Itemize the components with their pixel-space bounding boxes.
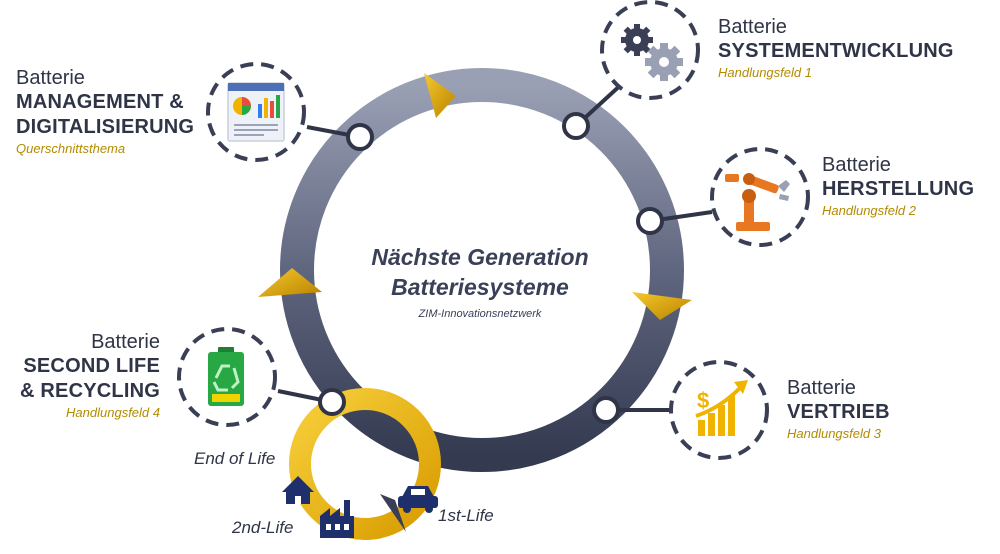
label-end-of-life: End of Life [194,449,276,468]
center-title-line1: Nächste Generation [371,244,589,270]
field-herstellung-prefix: Batterie [822,154,891,176]
factory-icon [320,500,354,538]
sales-growth-icon: $ [695,380,748,436]
house-icon [282,476,314,504]
cycle-arrow-top [424,73,456,118]
field-recycling: Batterie SECOND LIFE & RECYCLING Handlun… [10,330,160,422]
center-title: Nächste Generation Batteriesysteme [340,242,620,302]
field-system-prefix: Batterie [718,16,787,38]
field-management: Batterie MANAGEMENT & DIGITALISIERUNG Qu… [16,66,196,158]
gears-icon [621,24,683,81]
lifecycle-divider [380,494,406,532]
cycle-arrow-left [258,268,322,297]
robot-arm-icon [725,173,790,231]
ring-nodes [318,112,664,424]
main-cycle-ring [280,68,684,472]
field-recycling-title-2: & RECYCLING [20,380,160,402]
field-management-sub: Querschnittsthema [16,141,126,156]
label-first-life: 1st-Life [438,506,494,525]
lifecycle-ring [289,388,441,540]
field-system-sub: Handlungsfeld 1 [718,65,812,80]
field-management-title-2: DIGITALISIERUNG [16,116,195,138]
field-management-title-1: MANAGEMENT & [16,91,184,113]
field-herstellung-sub: Handlungsfeld 2 [822,203,916,218]
cycle-arrow-right [632,292,692,320]
field-recycling-sub: Handlungsfeld 4 [66,405,160,420]
dashboard-chart-icon [227,82,285,142]
field-vertrieb-prefix: Batterie [787,377,856,399]
svg-text:$: $ [697,388,709,413]
field-management-prefix: Batterie [16,67,85,89]
field-recycling-prefix: Batterie [91,331,160,353]
field-vertrieb: Batterie VERTRIEB Handlungsfeld 3 [787,376,967,443]
field-system-title: SYSTEMENTWICKLUNG [718,40,954,62]
field-herstellung: Batterie HERSTELLUNG Handlungsfeld 2 [822,153,992,220]
field-system: Batterie SYSTEMENTWICKLUNG Handlungsfeld… [718,15,988,82]
recycle-battery-icon [208,347,244,406]
field-recycling-title-1: SECOND LIFE [23,355,160,377]
car-icon [398,486,438,513]
field-vertrieb-sub: Handlungsfeld 3 [787,426,881,441]
field-vertrieb-title: VERTRIEB [787,401,890,423]
label-second-life: 2nd-Life [232,518,294,537]
field-herstellung-title: HERSTELLUNG [822,178,975,200]
herstellung-icon-frame [710,147,810,247]
center-subtitle: ZIM-Innovationsnetzwerk [418,308,542,320]
center-title-line2: Batteriesysteme [391,274,569,300]
